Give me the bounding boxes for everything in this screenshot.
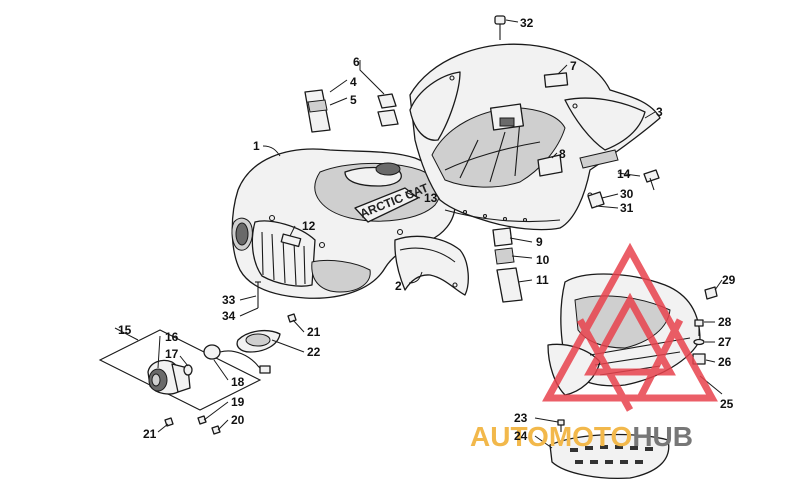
decal-set-lower (492, 227, 523, 303)
callout-11: 11 (536, 273, 549, 287)
screw-23 (557, 419, 565, 432)
watermark-auto: AUTO (470, 421, 549, 452)
rear-fender (409, 43, 661, 231)
watermark-moto: MOTO (549, 421, 632, 452)
callout-22: 22 (307, 345, 321, 359)
callout-29: 29 (722, 273, 736, 287)
callout-15: 15 (118, 323, 132, 337)
callout-5: 5 (350, 93, 357, 107)
callout-17: 17 (165, 347, 179, 361)
bolt-29 (704, 286, 718, 300)
callout-12: 12 (302, 219, 316, 233)
callout-16: 16 (165, 330, 179, 344)
bolt-14 (643, 169, 660, 191)
callout-21-upper: 21 (307, 325, 321, 339)
callout-33: 33 (222, 293, 236, 307)
callout-25: 25 (720, 397, 734, 411)
callout-19: 19 (231, 395, 245, 409)
leader-lines (114, 19, 723, 449)
skid-plate (549, 433, 670, 480)
decal-set-left (304, 89, 399, 133)
callout-24: 24 (514, 429, 528, 443)
callout-2: 2 (395, 279, 402, 293)
callout-1: 1 (253, 139, 260, 153)
callout-28: 28 (718, 315, 732, 329)
callout-labels: 1 2 3 4 5 6 7 8 9 10 11 12 13 14 15 16 1… (118, 16, 736, 443)
watermark-logo (542, 242, 718, 412)
callout-20: 20 (231, 413, 245, 427)
callout-26: 26 (718, 355, 732, 369)
callout-21-lower: 21 (143, 427, 157, 441)
callout-18: 18 (231, 375, 245, 389)
callout-34: 34 (222, 309, 236, 323)
callout-4: 4 (350, 75, 357, 89)
decal-30 (587, 191, 605, 209)
watermark-triangle (542, 242, 718, 402)
callout-10: 10 (536, 253, 550, 267)
callout-27: 27 (718, 335, 732, 349)
callout-6: 6 (353, 55, 360, 69)
callout-23: 23 (514, 411, 528, 425)
callout-14: 14 (617, 167, 631, 181)
fastener-33 (255, 281, 261, 308)
rivet-32 (494, 15, 506, 40)
headlight-assembly (98, 313, 297, 435)
callout-7: 7 (570, 59, 577, 73)
callout-8: 8 (559, 147, 566, 161)
callout-3: 3 (656, 105, 663, 119)
washer-27 (693, 338, 705, 346)
callout-31: 31 (620, 201, 634, 215)
front-fender: ARCTIC CAT (231, 148, 456, 299)
bolt-28 (694, 319, 704, 336)
watermark-hub: HUB (632, 421, 693, 452)
callout-13: 13 (424, 191, 438, 205)
callout-32: 32 (520, 16, 534, 30)
watermark-text: AUTOMOTOHUB (470, 421, 693, 452)
callout-30: 30 (620, 187, 634, 201)
callout-9: 9 (536, 235, 543, 249)
front-splash-panel (394, 235, 469, 296)
